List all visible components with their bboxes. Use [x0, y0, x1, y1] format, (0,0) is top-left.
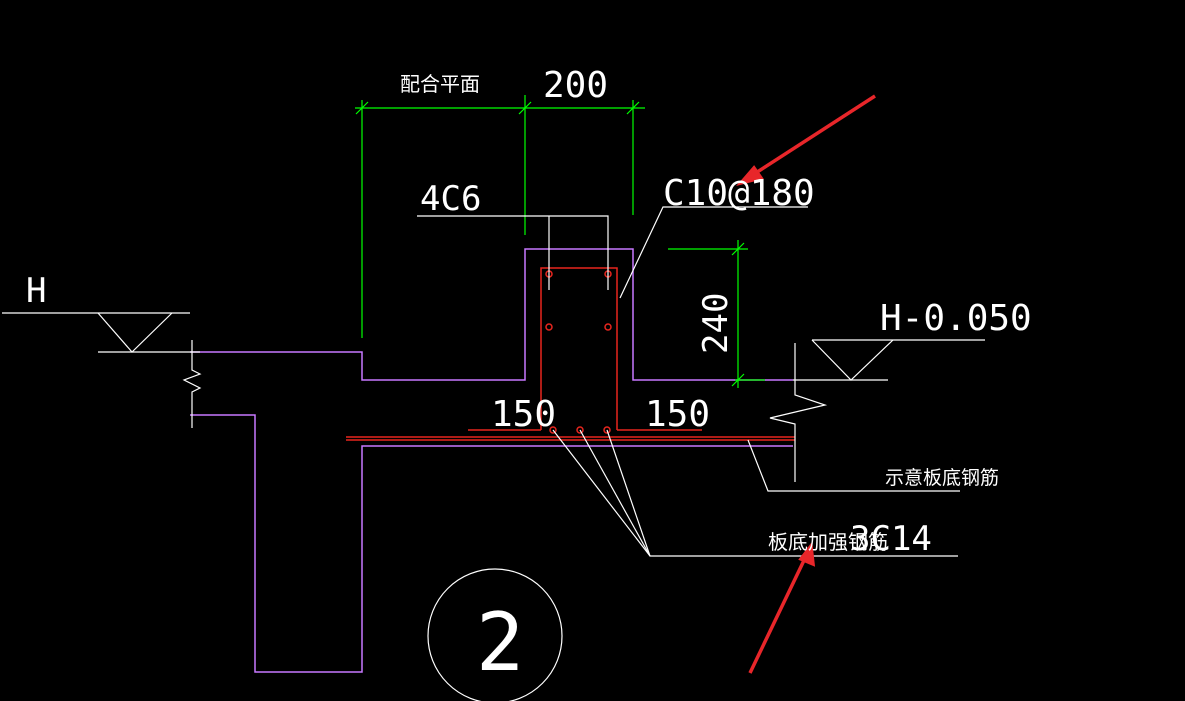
rebar-dot	[545, 323, 553, 331]
label-dim-200: 200	[543, 65, 608, 106]
annotation-lines	[2, 206, 985, 701]
leader-4c6	[417, 215, 609, 290]
break-line-left	[182, 340, 202, 428]
concrete-outline	[190, 248, 793, 673]
rebar-dot	[604, 323, 612, 331]
label-slab-add-bar-spec: 3C14	[850, 519, 932, 559]
label-level-h-minus: H-0.050	[880, 298, 1032, 339]
rebar-dot	[576, 426, 584, 434]
label-slab-bottom-bar: 示意板底钢筋	[885, 467, 999, 489]
label-level-h: H	[26, 271, 46, 311]
red-arrows	[736, 94, 876, 674]
label-detail-number: 2	[476, 596, 524, 689]
arrow-head-top	[736, 165, 764, 187]
label-mating-plan: 配合平面	[400, 72, 480, 96]
leader-slab-bottom	[747, 439, 960, 492]
label-slab-add-bar: 板底加强钢筋	[768, 530, 888, 554]
rebar-dot	[603, 426, 611, 434]
detail-bubble	[427, 568, 563, 701]
arrow-head-bottom	[798, 541, 816, 567]
label-stirrup: C10@180	[663, 173, 815, 214]
rebar-dot	[549, 426, 557, 434]
arrow-top-right	[747, 94, 876, 180]
label-dim-150-right: 150	[645, 394, 710, 435]
label-dim-150-left: 150	[491, 394, 556, 435]
leader-stirrup	[619, 206, 808, 299]
break-line-right	[769, 343, 828, 482]
stirrup-rebar	[540, 267, 618, 430]
arrow-bottom	[748, 551, 810, 674]
label-4c6: 4C6	[420, 179, 481, 219]
label-dim-240: 240	[696, 293, 736, 354]
dimension-lines	[355, 95, 765, 388]
